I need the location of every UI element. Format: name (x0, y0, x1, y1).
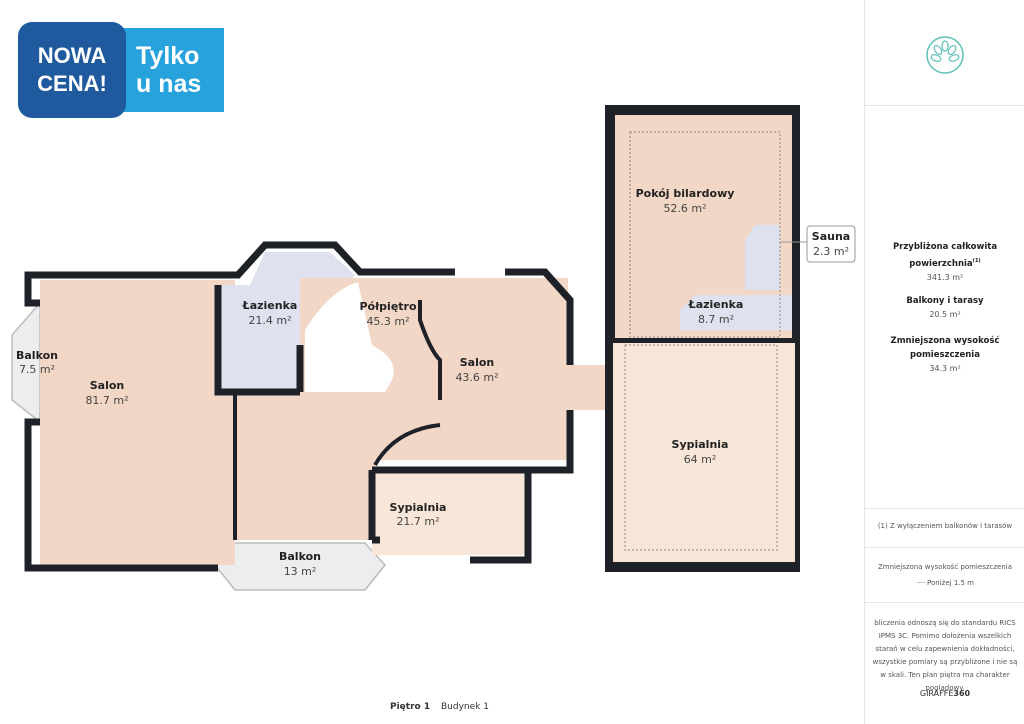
badge-line1: NOWA (37, 43, 107, 68)
room-area: 8.7 m² (698, 313, 734, 326)
room-sauna (745, 225, 780, 290)
room-area: 13 m² (284, 565, 317, 578)
total-area-label: Przybliżona całkowita powierzchnia (892, 242, 998, 269)
footnote: (1) Z wyłączeniem balkonów i tarasów (877, 522, 1013, 530)
brand-name-b: 360 (953, 689, 971, 698)
room-label: Balkon (279, 550, 321, 563)
building-label: Budynek 1 (440, 702, 489, 712)
balcony-stat: Balkony i tarasy 20.5 m² (865, 294, 1024, 322)
room-label: Salon (90, 379, 125, 392)
room-label: Półpiętro (359, 300, 416, 313)
walls-left (24, 241, 574, 572)
room-area: 64 m² (684, 453, 717, 466)
badge-line2: CENA! (37, 71, 107, 96)
floor-plan: Balkon 7.5 m² Salon 81.7 m² Łazienka 21.… (11, 105, 856, 591)
room-sypialnia-large (613, 343, 795, 562)
room-area: 43.6 m² (455, 371, 498, 384)
brand-name: GIRAFFE360 (871, 687, 1019, 700)
room-label: Pokój bilardowy (636, 187, 735, 200)
room-area: 21.4 m² (248, 314, 291, 327)
badge-tag-line1: Tylko (136, 42, 200, 70)
room-sypialnia-small (372, 470, 527, 555)
room-label: Łazienka (242, 299, 298, 312)
reduced-height-stat: Zmniejszona wysokość pomieszczenia 34.3 … (865, 334, 1024, 376)
reduced-height-label: Zmniejszona wysokość pomieszczenia (890, 336, 1000, 360)
room-area: 2.3 m² (813, 245, 849, 258)
brand-logo-icon (926, 36, 964, 74)
legend-title: Zmniejszona wysokość pomieszczenia (877, 563, 1013, 571)
balcony-value: 20.5 m² (929, 310, 961, 319)
legend-item-label: Poniżej 1.5 m (927, 579, 974, 587)
dashed-outline-sypialnia (624, 344, 778, 551)
room-area: 21.7 m² (396, 515, 439, 528)
disclaimer: bliczenia odnoszą się do standardu RICS … (872, 619, 1018, 692)
room-area: 45.3 m² (366, 315, 409, 328)
legend-item: ········ Poniżej 1.5 m (916, 579, 974, 587)
room-area: 7.5 m² (19, 363, 55, 376)
room-label: Łazienka (688, 298, 744, 311)
stair-void (305, 282, 394, 392)
total-area-stat: Przybliżona całkowita powierzchnia(1) 34… (865, 240, 1024, 285)
footnote-ref: (1) (972, 258, 981, 264)
balcony-label: Balkony i tarasy (906, 296, 984, 306)
floor-footer: Piętro 1 Budynek 1 (390, 702, 489, 712)
room-label: Salon (460, 356, 495, 369)
interior-walls (233, 300, 442, 540)
room-salon-large (40, 280, 235, 565)
brand-name-a: GIRAFFE (919, 689, 954, 698)
floor-label: Piętro 1 (390, 702, 431, 712)
badge-tag-line2: u nas (136, 70, 202, 98)
room-label: Sypialnia (672, 438, 729, 451)
exclusive-badge: Tylko u nas (112, 28, 224, 112)
room-label: Balkon (16, 349, 58, 362)
sauna-callout (806, 225, 856, 263)
total-area-value: 341.3 m² (926, 272, 964, 282)
room-lazienka-small (680, 295, 792, 330)
info-sidebar: Przybliżona całkowita powierzchnia(1) 34… (864, 0, 1024, 724)
reduced-height-value: 34.3 m² (929, 364, 961, 373)
room-label: Sauna (812, 230, 850, 243)
dashed-outline-bilard (629, 131, 781, 338)
room-area: 52.6 m² (663, 202, 706, 215)
new-price-badge: NOWA CENA! (18, 22, 126, 118)
room-label: Sypialnia (390, 501, 447, 514)
room-area: 81.7 m² (85, 394, 128, 407)
